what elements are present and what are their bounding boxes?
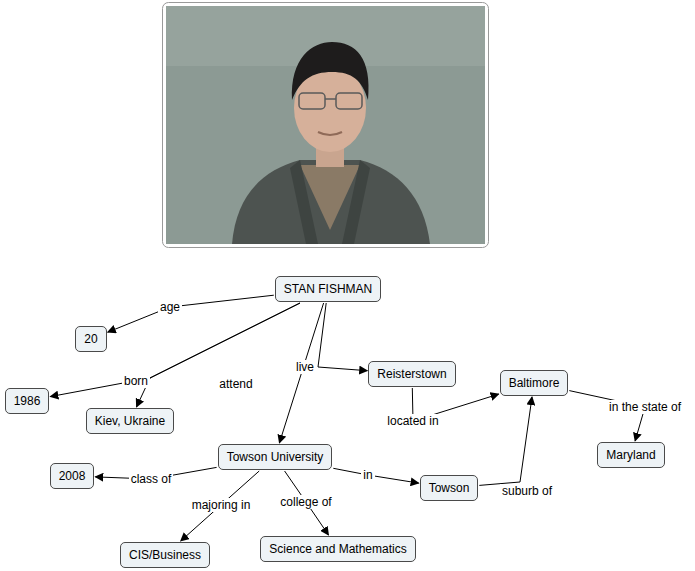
concept-box: 20 xyxy=(75,326,106,352)
concept-box: Towson University xyxy=(218,444,333,470)
concept-text: Towson University xyxy=(227,450,324,464)
link-arrow xyxy=(479,397,532,485)
link-arrow xyxy=(333,468,418,483)
link-arrow xyxy=(569,391,645,441)
jacket xyxy=(232,160,430,244)
concept-box: Science and Mathematics xyxy=(260,536,415,562)
concept-box: Reisterstown xyxy=(368,361,455,387)
link-label: live xyxy=(294,360,316,374)
glasses xyxy=(336,93,362,109)
concept-box: Baltimore xyxy=(500,370,569,396)
concept-text: STAN FISHMAN xyxy=(284,282,372,296)
concept-text: CIS/Business xyxy=(129,548,201,562)
concept-box: STAN FISHMAN xyxy=(275,276,381,302)
link-arrow xyxy=(279,303,323,443)
collar xyxy=(290,160,318,244)
link-label: age xyxy=(158,300,182,314)
link-label: born xyxy=(122,374,150,388)
concept-text: 1986 xyxy=(14,394,41,408)
link-label: college of xyxy=(278,495,333,509)
concept-text: Kiev, Ukraine xyxy=(95,414,165,428)
link-label: majoring in xyxy=(190,498,253,512)
photo-background xyxy=(166,6,485,244)
link-arrow xyxy=(50,303,300,397)
concept-text: Science and Mathematics xyxy=(269,542,406,556)
concept-text: Maryland xyxy=(606,448,655,462)
link-label: suburb of xyxy=(500,484,554,498)
link-label: located in xyxy=(385,414,440,428)
concept-text: Reisterstown xyxy=(377,367,446,381)
link-arrow xyxy=(181,471,260,541)
link-arrow xyxy=(318,303,367,371)
hair xyxy=(292,42,369,100)
concept-box: Kiev, Ukraine xyxy=(86,408,174,434)
concept-box: 2008 xyxy=(50,463,95,489)
link-label: in xyxy=(361,468,374,482)
link-label: attend xyxy=(217,377,254,391)
link-arrow xyxy=(108,295,274,332)
concept-text: 20 xyxy=(84,332,97,346)
concept-text: 2008 xyxy=(59,469,86,483)
collar xyxy=(342,160,370,244)
link-label: class of xyxy=(129,472,174,486)
glasses-bridge xyxy=(325,98,336,100)
concept-box: CIS/Business xyxy=(120,542,210,568)
link-label: in the state of xyxy=(607,400,683,414)
glasses xyxy=(299,93,325,109)
mouth xyxy=(318,132,342,135)
photo-frame xyxy=(163,3,489,248)
concept-text: Towson xyxy=(429,481,470,495)
concept-box: 1986 xyxy=(5,388,50,414)
link-arrow xyxy=(137,303,301,407)
concept-box: Maryland xyxy=(597,442,664,468)
concept-box: Towson xyxy=(420,475,479,501)
concept-text: Baltimore xyxy=(509,376,560,390)
